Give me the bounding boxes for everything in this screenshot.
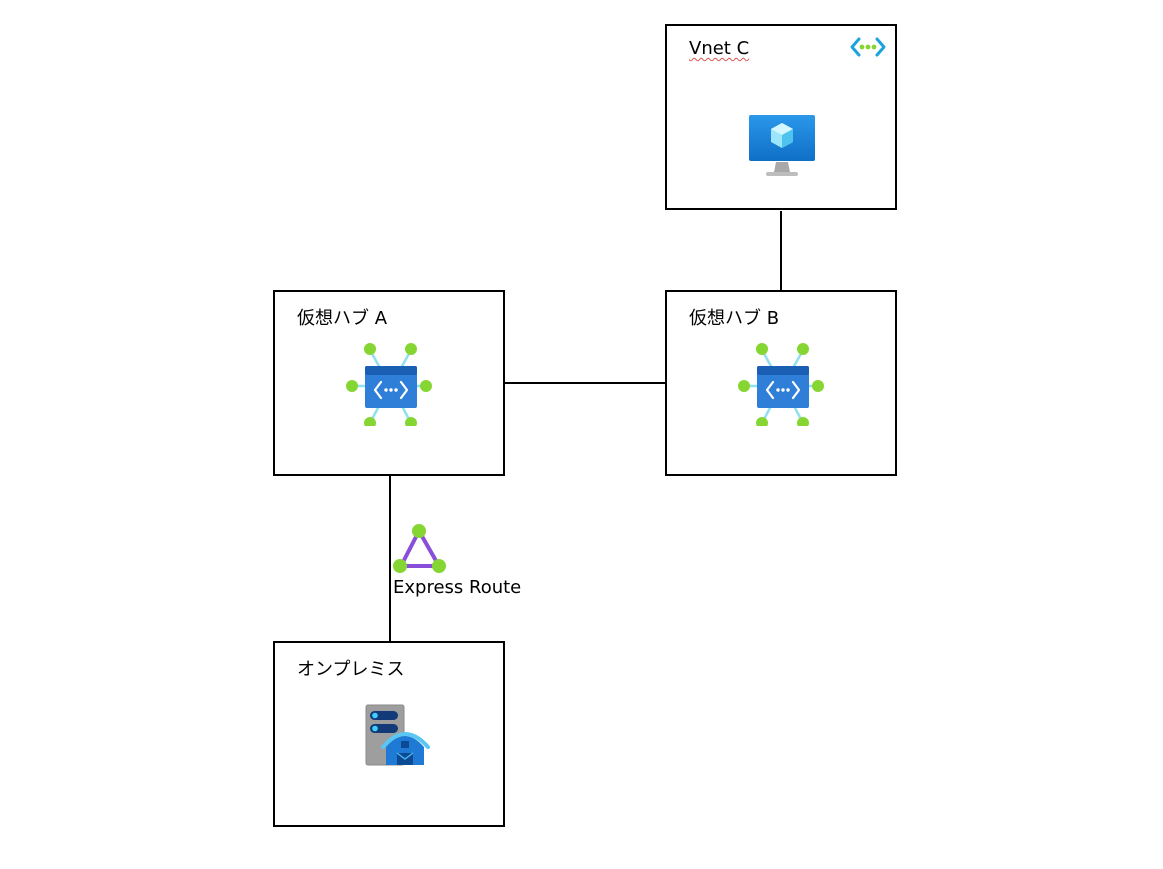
onprem-label: オンプレミス — [297, 659, 405, 680]
expressroute-circuit-icon — [393, 524, 446, 573]
hub-b-box: 仮想ハブ B — [665, 290, 897, 476]
hub-b-label: 仮想ハブ B — [689, 308, 780, 329]
on-premises-server-icon — [365, 704, 430, 766]
onprem-box: オンプレミス — [273, 641, 505, 827]
vnet-c-box: Vnet C — [665, 24, 897, 210]
express-route-label: Express Route — [393, 577, 522, 598]
virtual-hub-icon — [738, 343, 824, 426]
hub-a-label: 仮想ハブ A — [297, 308, 388, 329]
vnet-c-label: Vnet C — [689, 38, 750, 59]
virtual-machine-icon — [749, 115, 815, 176]
hub-a-box: 仮想ハブ A — [273, 290, 505, 476]
virtual-hub-icon — [346, 343, 432, 426]
virtual-network-icon — [850, 37, 886, 57]
